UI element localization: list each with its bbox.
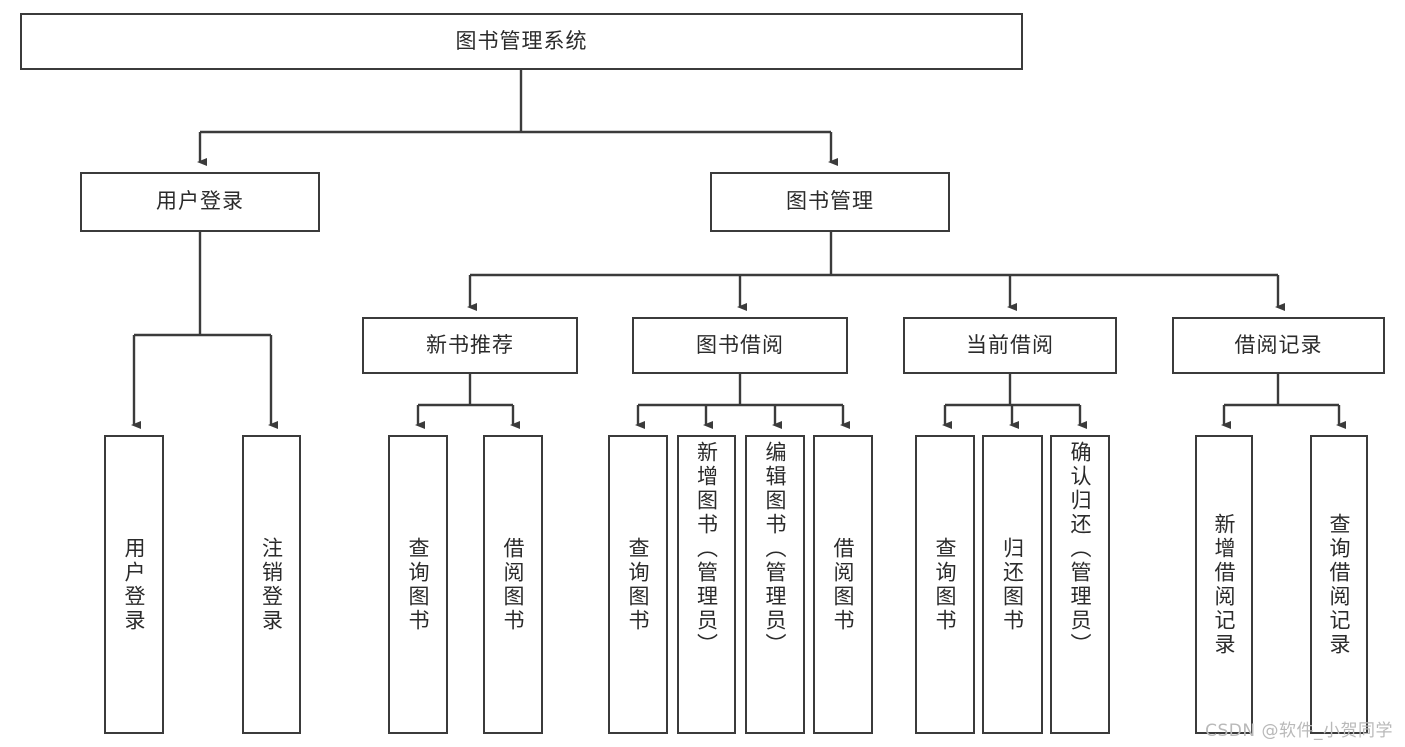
node-new-book-recommend-label: 新书推荐	[426, 332, 514, 357]
leaf-query-book-current[interactable]: 查询图书	[915, 435, 975, 734]
leaf-add-book-admin-label: 新增图书（管理员）	[694, 441, 719, 657]
leaf-return-book[interactable]: 归还图书	[982, 435, 1043, 734]
leaf-add-book-admin[interactable]: 新增图书（管理员）	[677, 435, 736, 734]
leaf-user-login[interactable]: 用户登录	[104, 435, 164, 734]
node-book-borrow-label: 图书借阅	[696, 332, 784, 357]
leaf-logout-label: 注销登录	[259, 536, 284, 633]
connectors-newbook-to-leaves	[415, 374, 520, 429]
node-root[interactable]: 图书管理系统	[20, 13, 1023, 70]
leaf-return-book-label: 归还图书	[1000, 536, 1025, 633]
leaf-query-borrow-record[interactable]: 查询借阅记录	[1310, 435, 1368, 734]
leaf-query-book-recommend-label: 查询图书	[406, 536, 431, 633]
leaf-query-book-current-label: 查询图书	[933, 536, 958, 633]
connectors-borrow-to-leaves	[635, 374, 850, 429]
node-borrow-record-label: 借阅记录	[1234, 332, 1323, 357]
leaf-confirm-return-admin-label: 确认归还（管理员）	[1068, 441, 1093, 657]
leaf-logout[interactable]: 注销登录	[242, 435, 301, 734]
leaf-query-book-borrow-label: 查询图书	[626, 536, 651, 633]
leaf-confirm-return-admin[interactable]: 确认归还（管理员）	[1050, 435, 1110, 734]
node-book-borrow[interactable]: 图书借阅	[632, 317, 848, 374]
leaf-query-borrow-record-label: 查询借阅记录	[1327, 512, 1352, 657]
leaf-add-borrow-record-label: 新增借阅记录	[1212, 512, 1237, 657]
connectors-userlogin-to-leaves	[131, 232, 278, 429]
node-borrow-record[interactable]: 借阅记录	[1172, 317, 1385, 374]
node-user-login[interactable]: 用户登录	[80, 172, 320, 232]
leaf-edit-book-admin-label: 编辑图书（管理员）	[763, 441, 788, 657]
node-user-login-label: 用户登录	[156, 189, 244, 214]
connectors-root-to-level2	[197, 70, 838, 166]
leaf-user-login-label: 用户登录	[122, 536, 147, 633]
leaf-query-book-borrow[interactable]: 查询图书	[608, 435, 668, 734]
leaf-query-book-recommend[interactable]: 查询图书	[388, 435, 448, 734]
connectors-record-to-leaves	[1221, 374, 1346, 429]
leaf-borrow-book-label: 借阅图书	[831, 536, 856, 633]
leaf-borrow-book[interactable]: 借阅图书	[813, 435, 873, 734]
node-root-label: 图书管理系统	[455, 28, 588, 53]
connectors-current-to-leaves	[942, 374, 1087, 429]
leaf-add-borrow-record[interactable]: 新增借阅记录	[1195, 435, 1253, 734]
node-book-management-label: 图书管理	[786, 189, 874, 214]
leaf-borrow-book-recommend[interactable]: 借阅图书	[483, 435, 543, 734]
node-current-borrow[interactable]: 当前借阅	[903, 317, 1117, 374]
leaf-edit-book-admin[interactable]: 编辑图书（管理员）	[745, 435, 805, 734]
node-book-management[interactable]: 图书管理	[710, 172, 950, 232]
node-current-borrow-label: 当前借阅	[966, 332, 1054, 357]
leaf-borrow-book-recommend-label: 借阅图书	[501, 536, 526, 633]
node-new-book-recommend[interactable]: 新书推荐	[362, 317, 578, 374]
connectors-bookmgmt-to-level3	[467, 232, 1285, 311]
